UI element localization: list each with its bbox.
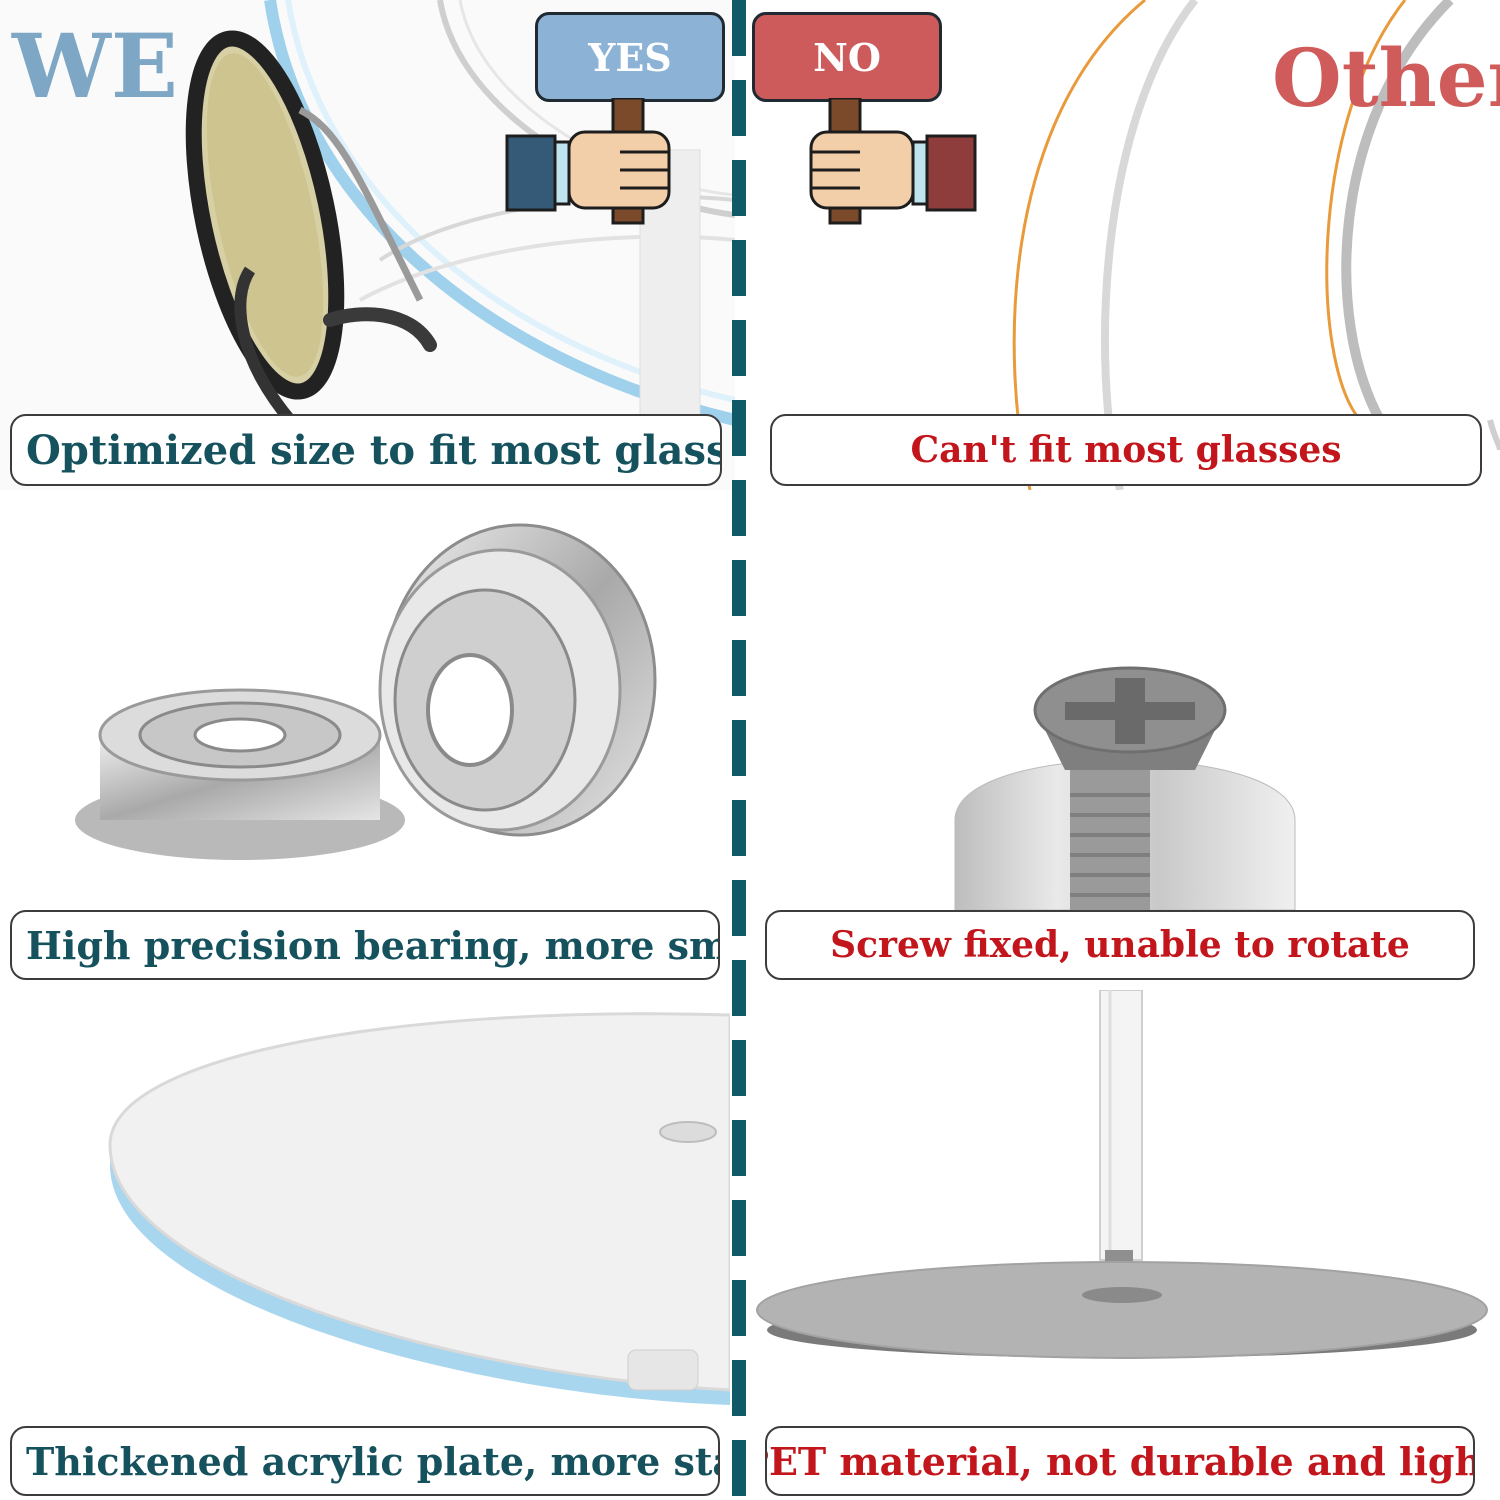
thumbs-hand-icon-yes [505, 98, 671, 225]
other-brand-title: Other [1272, 31, 1500, 125]
we-brand-title: WE [12, 14, 178, 118]
other-feature-label-2: Screw fixed, unable to rotate [765, 910, 1475, 980]
no-sign: NO [752, 12, 942, 102]
we-feature-label-1: Optimized size to fit most glasses [10, 414, 722, 486]
other-feature-label-1: Can't fit most glasses [770, 414, 1482, 486]
other-feature-label-3: PET material, not durable and light [765, 1426, 1475, 1496]
yes-sign: YES [535, 12, 725, 102]
we-feature-label-3: Thickened acrylic plate, more stable [10, 1426, 720, 1496]
acrylic-plate-photo [108, 1012, 730, 1405]
thumbs-hand-icon-no [809, 98, 977, 225]
bearing-photo [75, 523, 657, 860]
pet-plate-photo [756, 990, 1488, 1359]
screw-photo [954, 666, 1296, 911]
we-feature-label-2: High precision bearing, more smooth [10, 910, 720, 980]
center-divider [732, 0, 746, 1500]
